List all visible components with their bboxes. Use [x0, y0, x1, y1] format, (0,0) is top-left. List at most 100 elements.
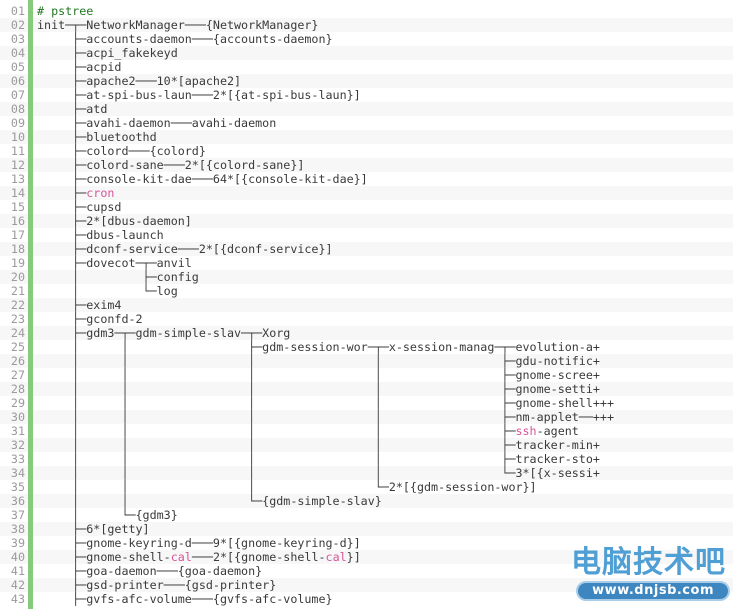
line-number: 04: [10, 46, 25, 60]
line-number: 41: [10, 564, 25, 578]
line-number: 01: [10, 4, 25, 18]
code-text: ├─gnome-shell-cal───2*[{gnome-shell-cal}…: [37, 550, 361, 564]
code-text: ├─gsd-printer───{gsd-printer}: [37, 578, 277, 592]
code-text: ├─6*[getty]: [37, 522, 150, 536]
code-text: ├─gconfd-2: [37, 312, 143, 326]
code-line: 11 ├─colord───{colord}: [0, 144, 733, 158]
code-text: │ │ │ │ ├─gdu-notific+: [37, 354, 600, 368]
code-line: 34 │ │ │ │ └─3*[{x-sessi+: [0, 466, 733, 480]
code-line: 02 init─┬─NetworkManager───{NetworkManage…: [0, 18, 733, 32]
code-text: ├─acpid: [37, 60, 122, 74]
code-text: ├─at-spi-bus-laun───2*[{at-spi-bus-laun}…: [37, 88, 361, 102]
code-line: 31 │ │ │ │ ├─ssh-agent: [0, 424, 733, 438]
code-text: │ │ │ │ ├─gnome-setti+: [37, 382, 600, 396]
line-number: 34: [10, 466, 25, 480]
code-text: │ └─log: [37, 284, 178, 298]
line-number: 03: [10, 32, 25, 46]
line-number: 24: [10, 326, 25, 340]
watermark-site-name: 电脑技术吧: [571, 545, 726, 580]
code-text: │ │ │ └─2*[{gdm-session-wor}]: [37, 480, 537, 494]
code-line: 21 │ └─log: [0, 284, 733, 298]
watermark: 电脑技术吧 www.dnjsb.com: [571, 547, 730, 601]
code-text: ├─gvfs-afc-volume───{gvfs-afc-volume}: [37, 592, 333, 606]
line-number: 21: [10, 284, 25, 298]
code-line: 42 ├─gsd-printer───{gsd-printer}: [0, 578, 733, 592]
line-number: 12: [10, 158, 25, 172]
code-text: │ │ │ │ └─3*[{x-sessi+: [37, 466, 600, 480]
code-text: │ │ │ │ ├─nm-applet──+++: [37, 410, 614, 424]
code-text: ├─accounts-daemon───{accounts-daemon}: [37, 32, 333, 46]
code-line: 36 │ │ └─{gdm-simple-slav}: [0, 494, 733, 508]
code-line: 43 ├─gvfs-afc-volume───{gvfs-afc-volume}: [0, 592, 733, 606]
code-line: 05 ├─acpid: [0, 60, 733, 74]
line-number: 05: [10, 60, 25, 74]
code-text: ├─apache2───10*[apache2]: [37, 74, 242, 88]
code-text: ├─bluetoothd: [37, 130, 157, 144]
code-text: │ │ ├─gdm-session-wor─┬─x-session-manag─…: [37, 340, 600, 354]
line-number: 22: [10, 298, 25, 312]
line-number: 32: [10, 438, 25, 452]
code-text: │ │ │ │ ├─tracker-min+: [37, 438, 600, 452]
code-text: init─┬─NetworkManager───{NetworkManager}: [37, 18, 319, 32]
code-text: ├─2*[dbus-daemon]: [37, 214, 192, 228]
code-text: ├─colord-sane───2*[{colord-sane}]: [37, 158, 305, 172]
code-line: 25 │ │ ├─gdm-session-wor─┬─x-session-man…: [0, 340, 733, 354]
code-line: 22 ├─exim4: [0, 298, 733, 312]
code-line: 08 ├─atd: [0, 102, 733, 116]
line-number: 19: [10, 256, 25, 270]
code-line: 20 │ ├─config: [0, 270, 733, 284]
code-text: ├─console-kit-dae───64*[{console-kit-dae…: [37, 172, 368, 186]
code-line: 28 │ │ │ │ ├─gnome-setti+: [0, 382, 733, 396]
line-number: 43: [10, 592, 25, 606]
line-number: 28: [10, 382, 25, 396]
gutter-accent-bar: [28, 0, 33, 609]
code-line: 07 ├─at-spi-bus-laun───2*[{at-spi-bus-la…: [0, 88, 733, 102]
line-number: 29: [10, 396, 25, 410]
code-line: 03 ├─accounts-daemon───{accounts-daemon}: [0, 32, 733, 46]
line-number: 23: [10, 312, 25, 326]
line-number: 14: [10, 186, 25, 200]
code-text: ├─cron: [37, 186, 115, 200]
line-number: 16: [10, 214, 25, 228]
line-number: 38: [10, 522, 25, 536]
line-number: 17: [10, 228, 25, 242]
line-number: 35: [10, 480, 25, 494]
watermark-site-url-badge: www.dnjsb.com: [576, 581, 730, 601]
line-number: 06: [10, 74, 25, 88]
code-line: 37 │ └─{gdm3}: [0, 508, 733, 522]
line-number: 09: [10, 116, 25, 130]
code-line: 10 ├─bluetoothd: [0, 130, 733, 144]
code-line: 40 ├─gnome-shell-cal───2*[{gnome-shell-c…: [0, 550, 733, 564]
code-line: 09 ├─avahi-daemon───avahi-daemon: [0, 116, 733, 130]
line-number: 39: [10, 536, 25, 550]
line-number: 10: [10, 130, 25, 144]
code-line: 18 ├─dconf-service───2*[{dconf-service}]: [0, 242, 733, 256]
line-number: 30: [10, 410, 25, 424]
line-number: 31: [10, 424, 25, 438]
line-number: 27: [10, 368, 25, 382]
code-line: 16 ├─2*[dbus-daemon]: [0, 214, 733, 228]
code-text: ├─atd: [37, 102, 108, 116]
line-number: 18: [10, 242, 25, 256]
code-line: 26 │ │ │ │ ├─gdu-notific+: [0, 354, 733, 368]
code-text: │ └─{gdm3}: [37, 508, 178, 522]
code-text: │ │ │ │ ├─tracker-sto+: [37, 452, 600, 466]
line-number: 08: [10, 102, 25, 116]
line-number: 02: [10, 18, 25, 32]
code-line: 38 ├─6*[getty]: [0, 522, 733, 536]
code-text: ├─dbus-launch: [37, 228, 164, 242]
code-text: ├─colord───{colord}: [37, 144, 206, 158]
code-text: ├─goa-daemon───{goa-daemon}: [37, 564, 263, 578]
code-text: ├─gnome-keyring-d───9*[{gnome-keyring-d}…: [37, 536, 361, 550]
code-text: │ │ │ │ ├─ssh-agent: [37, 424, 579, 438]
line-number: 36: [10, 494, 25, 508]
code-text: # pstree: [37, 4, 94, 18]
code-text: ├─gdm3─┬─gdm-simple-slav─┬─Xorg: [37, 326, 291, 340]
code-line: 06 ├─apache2───10*[apache2]: [0, 74, 733, 88]
code-line: 32 │ │ │ │ ├─tracker-min+: [0, 438, 733, 452]
code-text: ├─cupsd: [37, 200, 122, 214]
code-line: 14 ├─cron: [0, 186, 733, 200]
code-line: 23 ├─gconfd-2: [0, 312, 733, 326]
